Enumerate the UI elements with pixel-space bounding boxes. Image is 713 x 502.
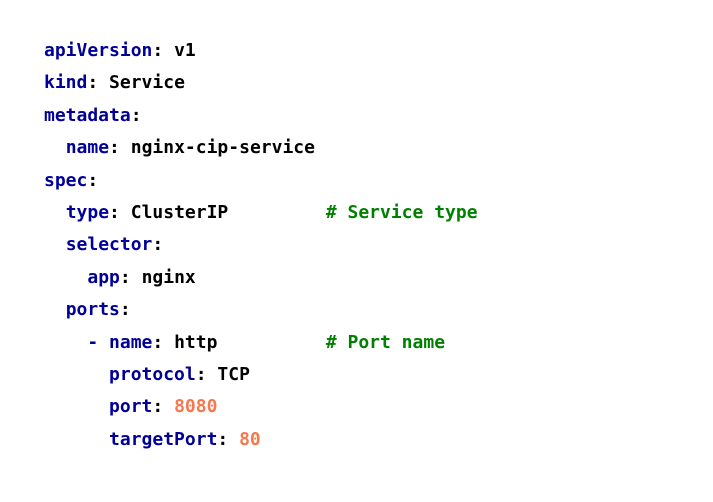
code-token-punct: :	[119, 266, 142, 288]
code-token-space	[44, 332, 87, 353]
code-line: spec:	[44, 165, 478, 197]
code-token-value: ClusterIP	[130, 201, 229, 223]
code-token-value: TCP	[217, 363, 250, 385]
code-line: selector:	[44, 229, 478, 261]
code-token-comment: # Service type	[325, 201, 478, 223]
code-token-value: Service	[109, 72, 185, 94]
code-token-punct: :	[87, 169, 99, 191]
code-line: kind: Service	[44, 67, 478, 99]
code-token-space	[44, 202, 66, 223]
code-token-punct: :	[87, 72, 110, 94]
code-token-key: targetPort	[109, 428, 218, 450]
code-token-key: apiVersion	[44, 40, 153, 61]
code-line: name: nginx-cip-service	[44, 132, 478, 164]
code-token-punct: :	[109, 137, 131, 159]
code-line: targetPort: 80	[44, 424, 478, 456]
code-token-key: app	[87, 266, 120, 288]
code-token-space	[44, 137, 66, 158]
code-token-key: name	[109, 331, 153, 353]
code-token-key: name	[65, 137, 110, 159]
code-line: app: nginx	[44, 262, 478, 294]
code-line: protocol: TCP	[44, 359, 478, 391]
code-token-space	[44, 429, 109, 450]
code-token-punct: :	[152, 234, 164, 256]
code-line: port: 8080	[44, 391, 478, 423]
code-token-punct: :	[195, 363, 218, 385]
code-token-key: ports	[65, 299, 120, 321]
code-token-space	[44, 234, 66, 255]
code-token-key: selector	[65, 234, 153, 256]
code-token-value: v1	[174, 40, 196, 61]
code-token-key: metadata	[44, 104, 131, 126]
code-token-space	[217, 332, 325, 353]
code-token-value: nginx-cip-service	[130, 137, 315, 159]
code-token-comment: # Port name	[325, 331, 446, 353]
code-token-space	[44, 267, 87, 288]
code-token-punct: :	[152, 40, 175, 61]
code-line: apiVersion: v1	[44, 35, 478, 67]
code-token-key: port	[109, 396, 153, 418]
code-token-space	[44, 364, 109, 385]
code-token-dash: -	[87, 331, 110, 353]
code-line: metadata:	[44, 100, 478, 132]
code-token-punct: :	[152, 331, 175, 353]
code-line: - name: http # Port name	[44, 327, 478, 359]
code-token-number: 8080	[174, 396, 218, 418]
code-token-key: kind	[44, 72, 88, 94]
code-token-key: type	[65, 201, 110, 223]
code-token-punct: :	[152, 396, 175, 418]
code-token-key: protocol	[109, 363, 196, 385]
code-token-space	[228, 202, 326, 223]
code-token-value: http	[174, 331, 218, 353]
code-token-punct: :	[109, 201, 131, 223]
code-line: type: ClusterIP # Service type	[44, 197, 478, 229]
code-token-punct: :	[119, 299, 131, 321]
code-token-space	[44, 396, 109, 417]
code-token-value: nginx	[141, 266, 196, 288]
code-token-key: spec	[44, 169, 88, 191]
code-token-punct: :	[217, 428, 240, 450]
code-token-space	[44, 299, 66, 320]
code-line: ports:	[44, 294, 478, 326]
code-token-punct: :	[130, 104, 142, 126]
code-token-number: 80	[239, 428, 261, 450]
